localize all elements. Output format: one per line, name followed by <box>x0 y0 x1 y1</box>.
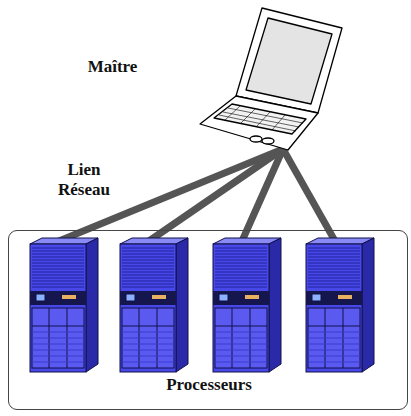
processor-group: Processeurs <box>8 230 408 410</box>
laptop <box>200 8 342 150</box>
network-link <box>283 149 335 241</box>
network-link <box>242 149 283 241</box>
link-label: Lien Réseau <box>40 160 128 201</box>
node-label: Processeurs <box>9 375 409 395</box>
server-tower <box>213 238 281 372</box>
master-laptop: Maître <box>60 5 340 153</box>
node-label: Maître <box>60 57 165 77</box>
server-tower <box>120 238 188 372</box>
network-link <box>149 149 283 241</box>
server-tower <box>306 238 374 372</box>
server-tower <box>30 238 98 372</box>
